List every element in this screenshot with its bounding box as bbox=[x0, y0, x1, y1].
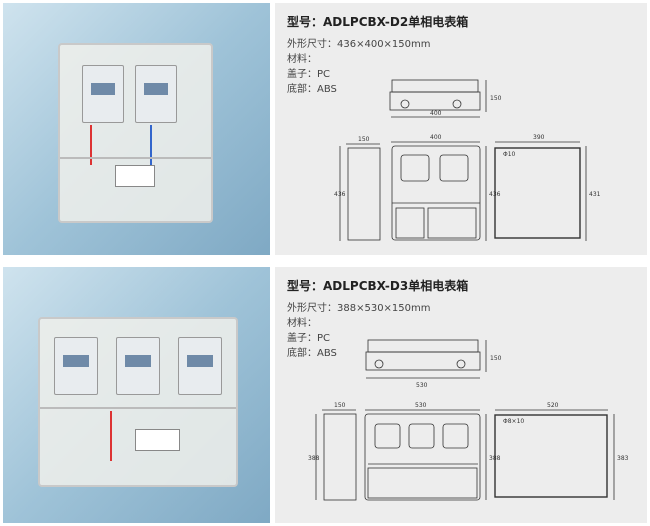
back-height-label: 431 bbox=[589, 191, 601, 198]
base-material: 底部：ABS bbox=[287, 84, 337, 95]
side-width-label: 150 bbox=[358, 136, 370, 143]
cover-material: 盖子：PC bbox=[287, 333, 331, 344]
side-view bbox=[339, 143, 381, 241]
back-view bbox=[494, 141, 587, 241]
mounting-hole-label: Φ10 bbox=[503, 151, 516, 158]
front-view bbox=[364, 409, 487, 501]
product-photo bbox=[3, 267, 270, 523]
material-label: 材料： bbox=[287, 54, 317, 65]
back-view bbox=[494, 409, 615, 500]
spec-panel: 型号：ADLPCBX-D2单相电表箱 外形尺寸：436×400×150mm 材料… bbox=[275, 3, 647, 255]
front-view bbox=[391, 141, 487, 241]
top-height-label: 150 bbox=[490, 95, 502, 102]
top-width-label: 400 bbox=[430, 110, 442, 117]
technical-drawing: 530 150 150 388 530 388 520 383 Φ8×10 bbox=[308, 339, 629, 501]
meter-box-image bbox=[38, 317, 238, 487]
model-title: 型号：ADLPCBX-D2单相电表箱 bbox=[287, 15, 469, 29]
side-height-label: 388 bbox=[308, 455, 320, 462]
dimensions-text: 外形尺寸：388×530×150mm bbox=[287, 303, 431, 314]
technical-drawing: 400 150 150 436 400 436 390 431 Φ10 bbox=[334, 79, 601, 241]
front-width-label: 400 bbox=[430, 134, 442, 141]
meter-image bbox=[54, 337, 98, 395]
product-panel-d3: 型号：ADLPCBX-D3单相电表箱 外形尺寸：388×530×150mm 材料… bbox=[0, 264, 650, 526]
dimensions-text: 外形尺寸：436×400×150mm bbox=[287, 39, 431, 50]
top-width-label: 530 bbox=[416, 382, 428, 389]
top-height-label: 150 bbox=[490, 355, 502, 362]
spec-panel: 型号：ADLPCBX-D3单相电表箱 外形尺寸：388×530×150mm 材料… bbox=[275, 267, 647, 523]
meter-image bbox=[82, 65, 124, 123]
meter-box-image bbox=[58, 43, 213, 223]
meter-image bbox=[116, 337, 160, 395]
product-panel-d2: 型号：ADLPCBX-D2单相电表箱 外形尺寸：436×400×150mm 材料… bbox=[0, 0, 650, 258]
model-title: 型号：ADLPCBX-D3单相电表箱 bbox=[287, 279, 469, 293]
product-photo bbox=[3, 3, 270, 255]
mounting-hole-label: Φ8×10 bbox=[503, 418, 524, 425]
cover-material: 盖子：PC bbox=[287, 69, 331, 80]
back-width-label: 520 bbox=[547, 402, 559, 409]
top-view bbox=[389, 79, 487, 118]
meter-image bbox=[178, 337, 222, 395]
front-width-label: 530 bbox=[415, 402, 427, 409]
meter-image bbox=[135, 65, 177, 123]
side-width-label: 150 bbox=[334, 402, 346, 409]
back-height-label: 383 bbox=[617, 455, 629, 462]
base-material: 底部：ABS bbox=[287, 348, 337, 359]
side-view bbox=[315, 409, 357, 501]
material-label: 材料： bbox=[287, 318, 317, 329]
top-view bbox=[365, 339, 487, 379]
back-width-label: 390 bbox=[533, 134, 545, 141]
side-height-label: 436 bbox=[334, 191, 346, 198]
